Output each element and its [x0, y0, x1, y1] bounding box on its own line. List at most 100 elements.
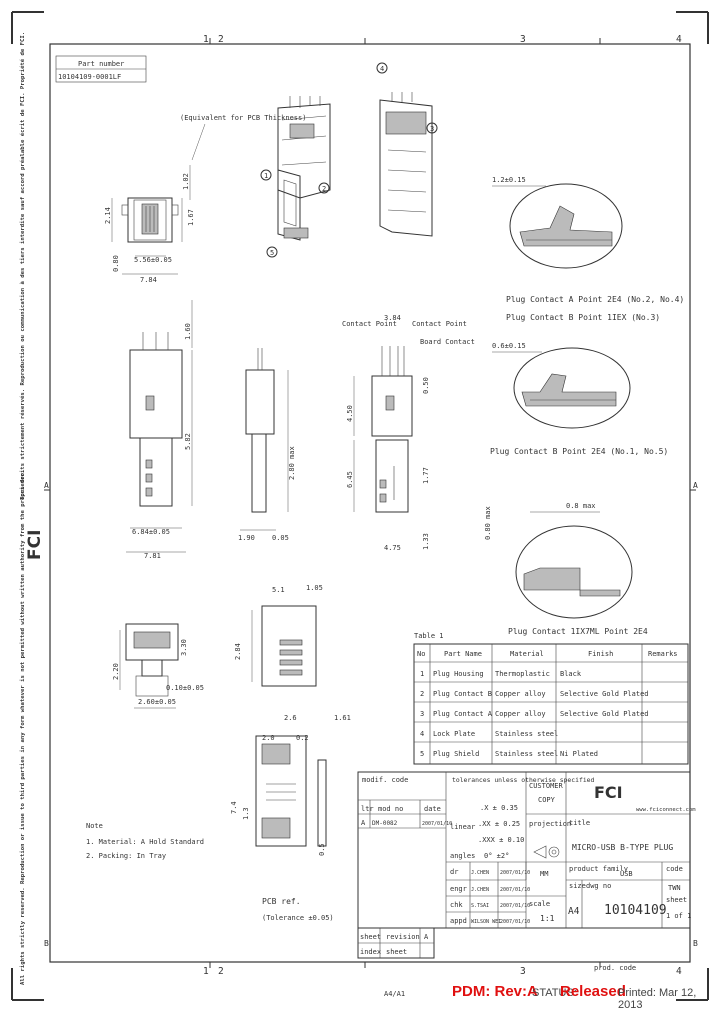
- product-family: USB: [620, 870, 633, 878]
- bom-cell: Plug Contact B: [433, 690, 492, 698]
- contact-view: Contact Point Contact Point Board Contac…: [342, 314, 475, 552]
- dim-1-90: 1.90: [238, 534, 255, 542]
- bom-cell: 3: [420, 710, 424, 718]
- pad-dim-1-61: 1.61: [334, 714, 351, 722]
- zone-bottom-1: 1: [203, 966, 209, 977]
- detail-3: 0.8 max 0.80 max Plug Contact 1IX7ML Poi…: [484, 502, 648, 636]
- linear-label: linear: [450, 823, 475, 831]
- end-view: 2.14 1.67 1.02 0.80 5.56±0.05 7.84 (Equi…: [104, 114, 306, 284]
- frame-zone-ticks: [44, 38, 696, 968]
- drawing-title: MICRO-USB B-TYPE PLUG: [572, 843, 673, 852]
- bom-header-part: Part Name: [444, 650, 482, 658]
- dim-5-56: 5.56±0.05: [134, 256, 172, 264]
- revision-col-label: revision: [386, 933, 420, 941]
- ltr-label: ltr: [361, 805, 374, 813]
- part-number-value: 10104109-0001LF: [58, 73, 121, 81]
- dim-1-33: 1.33: [422, 533, 430, 550]
- bom-cell: Ni Plated: [560, 750, 598, 758]
- dim-2-14: 2.14: [104, 207, 112, 224]
- detail1-dim: 1.2±0.15: [492, 176, 526, 184]
- customer-copy-line2: COPY: [538, 796, 556, 804]
- callout-2: 2: [322, 185, 326, 193]
- dim-6-84: 6.84±0.05: [132, 528, 170, 536]
- bom-cell: Copper alloy: [495, 690, 546, 698]
- dim-0-80: 0.80: [112, 255, 120, 272]
- dim-0-05: 0.05: [272, 534, 289, 542]
- sign-row: 2007/01/10: [500, 903, 530, 909]
- bom-header-remarks: Remarks: [648, 650, 678, 658]
- sheet-size-label: A4/A1: [384, 990, 405, 998]
- index-sheet-label: sheet: [386, 948, 407, 956]
- pad-dim-1-05: 1.05: [306, 584, 323, 592]
- size-value: A4: [568, 906, 580, 917]
- printed-date: Printed: Mar 12, 2013: [618, 987, 697, 1011]
- dim-1-67: 1.67: [187, 209, 195, 226]
- revision-value: A: [424, 933, 429, 941]
- detail3-dim-v: 0.80 max: [484, 506, 492, 540]
- scale-value: 1:1: [540, 914, 555, 923]
- unit-value: MM: [540, 870, 548, 878]
- dim-1-77: 1.77: [422, 467, 430, 484]
- website: www.fciconnect.com: [636, 807, 696, 813]
- detail2-caption: Plug Contact B Point 2E4 (No.1, No.5): [490, 447, 668, 456]
- bom-cell: Thermoplastic: [495, 670, 550, 678]
- zone-top-2: 2: [218, 34, 224, 45]
- index-label: index: [360, 948, 381, 956]
- pcb-thickness-note: (Equivalent for PCB Thickness): [180, 114, 306, 122]
- part-number-label: Part number: [78, 60, 124, 68]
- dim-2-60: 2.60±0.05: [138, 698, 176, 706]
- projection-label: projection: [529, 820, 571, 828]
- callout-4: 4: [380, 65, 384, 73]
- copyright-text-french: Tous droits strictement réservés. Reprod…: [19, 32, 26, 500]
- dim-4-50: 4.50: [346, 405, 354, 422]
- pad-dim-7-4: 7.4: [230, 801, 238, 814]
- tol-row-3: .XXX ± 0.10: [478, 836, 524, 844]
- zone-side-right-b: B: [693, 939, 698, 948]
- zone-side-right-a: A: [693, 481, 698, 490]
- sign-row: chk: [450, 901, 463, 909]
- dim-3-84: 3.84: [384, 314, 401, 322]
- copyright-strip: Tous droits strictement réservés. Reprod…: [19, 32, 45, 985]
- sheet-index-table: sheet revision A index sheet: [357, 927, 435, 959]
- projection-symbol-icon: [533, 845, 560, 859]
- bom-table: Table 1 No Part Name Material Finish Rem…: [413, 632, 689, 765]
- dim-3-30: 3.30: [180, 639, 188, 656]
- bom-cell: Black: [560, 670, 582, 678]
- pad-dim-5-1: 5.1: [272, 586, 285, 594]
- notes-heading: Note: [86, 822, 103, 830]
- bom-cell: Lock Plate: [433, 730, 475, 738]
- pad-dim-1-3: 1.3: [242, 807, 250, 820]
- product-family-label: product family: [569, 865, 628, 873]
- pad-dim-2-84: 2.84: [234, 643, 242, 660]
- pcb-view: 3.30 2.20 2.60±0.05 0.10±0.05: [112, 623, 204, 709]
- callout-5: 5: [270, 249, 274, 257]
- copyright-text-english: All rights strictly reserved. Reproducti…: [20, 470, 26, 985]
- bom-cell: Plug Contact A: [433, 710, 493, 718]
- bom-cell: 4: [420, 730, 424, 738]
- scale-label: scale: [529, 900, 550, 908]
- zone-bottom-2: 2: [218, 966, 224, 977]
- zone-side-left-b: B: [44, 939, 49, 948]
- pad-dim-2-6: 2.6: [284, 714, 297, 722]
- part-number-box: Part number 10104109-0001LF: [55, 55, 147, 83]
- dim-5-82: 5.82: [184, 433, 192, 450]
- pad-dim-0-5: 0.5: [318, 843, 326, 856]
- contact-point-label-2: Contact Point: [412, 320, 467, 328]
- callout-3: 3: [430, 125, 434, 133]
- tolerances-label: tolerances unless otherwise specified: [452, 776, 595, 784]
- pad-dim-2-0: 2.0: [262, 734, 275, 742]
- callout-1: 1: [264, 172, 268, 180]
- title-block: modif. code tolerances unless otherwise …: [357, 771, 696, 929]
- detail-1: 1.2±0.15 Plug Contact A Point 2E4 (No.2,…: [492, 176, 684, 322]
- zone-bottom-4: 4: [676, 966, 682, 977]
- bom-cell: Selective Gold Plated: [560, 710, 649, 718]
- dwg-no-label: dwg no: [586, 882, 611, 890]
- sheet-label: sheet: [666, 896, 687, 904]
- bom-header-no: No: [417, 650, 425, 658]
- contact-point-label-1: Contact Point: [342, 320, 397, 328]
- rev-date: 2007/01/10: [422, 821, 452, 827]
- sign-row: engr: [450, 885, 467, 893]
- bom-cell: Copper alloy: [495, 710, 546, 718]
- tol-row-2: .XX ± 0.25: [478, 820, 520, 828]
- bom-cell: 5: [420, 750, 424, 758]
